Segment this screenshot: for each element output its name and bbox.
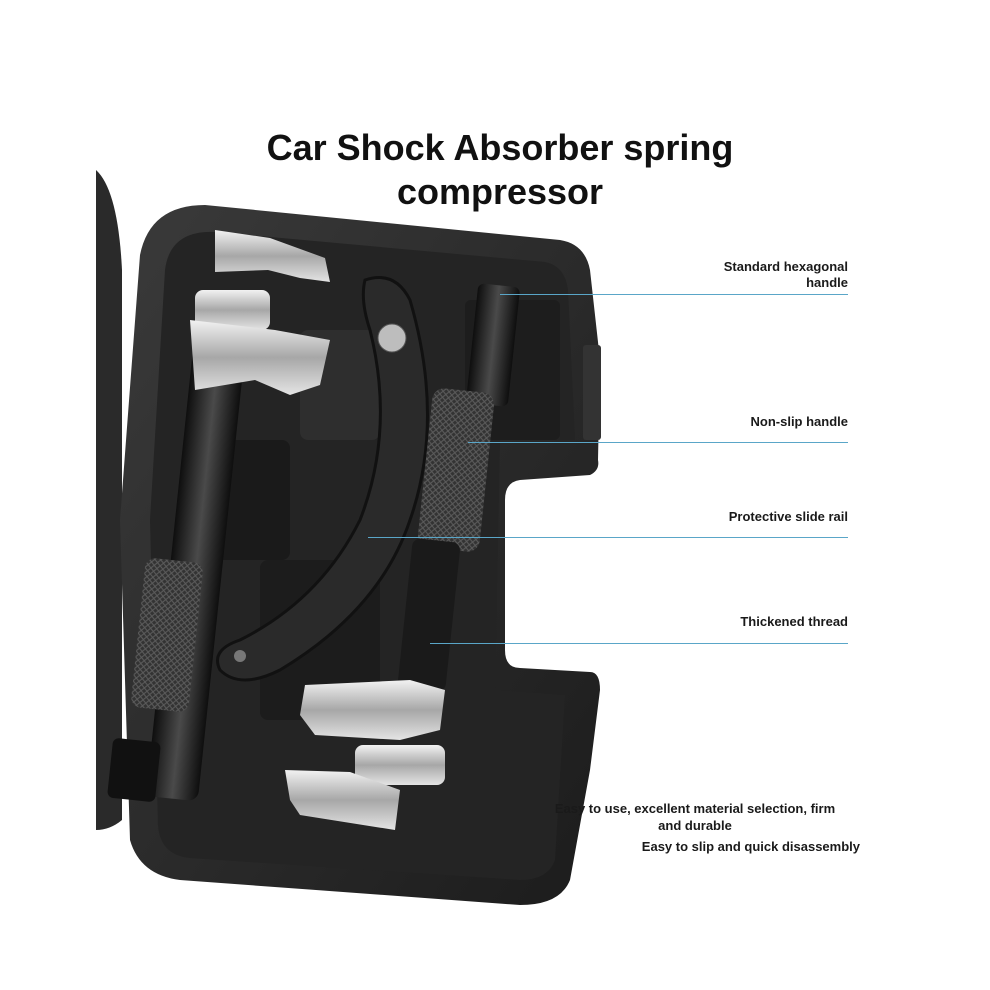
callout-thickened-thread-line-1: Thickened thread — [740, 614, 848, 629]
feature-note-durable-line-1: Easy to use, excellent material selectio… — [554, 801, 836, 816]
left-top-claw — [215, 230, 330, 282]
right-bottom-claw — [285, 770, 400, 830]
title-line-1: Car Shock Absorber spring — [266, 127, 734, 168]
left-rod-end — [107, 738, 161, 802]
right-hex-handle — [466, 283, 520, 407]
callout-line-non-slip-handle — [468, 442, 848, 443]
case-handle-hole — [523, 496, 555, 648]
left-top-nut — [195, 290, 270, 330]
callout-hex-handle-line-1: Standard hexagonal — [723, 259, 848, 274]
right-knurled-grip — [417, 388, 495, 552]
feature-note-quick-line-1: Easy to slip and quick disassembly — [641, 839, 860, 854]
case-lid-edge — [96, 170, 122, 830]
left-compressor-tool — [107, 230, 330, 802]
curved-slide-rail — [216, 276, 429, 682]
feature-note-durable: Easy to use, excellent material selectio… — [530, 800, 860, 834]
right-bottom-nut — [355, 745, 445, 785]
right-upper-claw — [300, 680, 445, 740]
callout-hex-handle-line-2: handle — [806, 275, 848, 290]
callout-thickened-thread: Thickened thread — [628, 614, 848, 630]
case-latch-top — [583, 345, 601, 440]
page-title: Car Shock Absorber spring compressor — [200, 126, 800, 214]
rail-pivot-bolt — [377, 323, 407, 353]
right-thread-rod — [398, 538, 460, 692]
callout-non-slip-handle: Non-slip handle — [628, 414, 849, 430]
left-lower-claw — [190, 320, 330, 395]
callout-line-hex-handle — [500, 294, 848, 295]
callout-slide-rail-line-1: Protective slide rail — [728, 509, 848, 524]
callout-non-slip-handle-line-1: Non-slip handle — [750, 414, 849, 429]
left-knurled-grip — [131, 558, 203, 712]
title-line-2: compressor — [396, 171, 604, 212]
callout-hex-handle: Standard hexagonal handle — [628, 259, 848, 291]
callout-slide-rail: Protective slide rail — [628, 509, 848, 525]
callout-line-thickened-thread — [430, 643, 848, 644]
rail-end-hole — [234, 650, 246, 662]
callout-line-slide-rail — [368, 537, 848, 538]
feature-note-quick: Easy to slip and quick disassembly — [600, 838, 860, 855]
right-compressor-tool — [285, 283, 520, 830]
feature-note-durable-line-2: and durable — [658, 818, 732, 833]
